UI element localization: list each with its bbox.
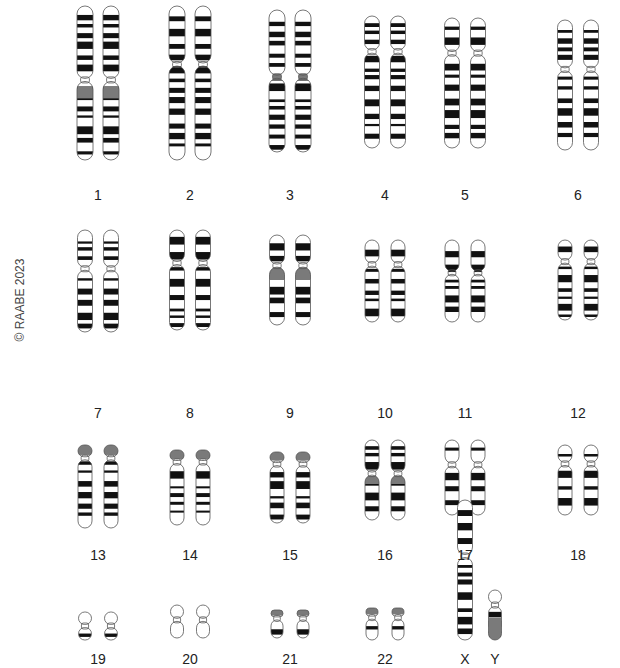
chromosome-number: Y [490, 652, 499, 666]
chromosome [104, 445, 118, 528]
chromosome [365, 16, 380, 148]
chromosome-number: 22 [377, 652, 393, 666]
chromosome [365, 440, 379, 520]
chromosome-number: 9 [286, 406, 294, 420]
chromosome-number: 12 [570, 406, 586, 420]
chromosome [471, 240, 485, 322]
chromosome [195, 6, 211, 160]
chromosome [169, 6, 185, 160]
chromosome-number: X [460, 652, 469, 666]
chromosome [79, 612, 92, 640]
chromosome [584, 20, 599, 150]
chromosome-number: 8 [186, 406, 194, 420]
chromosome [271, 610, 283, 638]
chromosome-number: 15 [282, 548, 298, 562]
chromosome [391, 240, 405, 322]
chromosome [104, 230, 119, 332]
chromosome [270, 235, 285, 325]
copyright-note: © RAABE 2023 [14, 259, 26, 342]
chromosome-number: 1 [94, 188, 102, 202]
chromosome-number: 2 [186, 188, 194, 202]
chromosome-number: 16 [377, 548, 393, 562]
chromosome [445, 18, 460, 148]
chromosome [392, 608, 404, 640]
chromosome [391, 16, 406, 148]
chromosome-number: 11 [458, 406, 473, 420]
chromosome [296, 452, 310, 523]
chromosome [103, 6, 119, 160]
chromosome [295, 10, 311, 152]
chromosome-number: 18 [570, 548, 586, 562]
chromosome [196, 450, 210, 525]
chromosome-number: 4 [381, 188, 389, 202]
chromosome [105, 612, 118, 640]
chromosome [366, 608, 378, 640]
chromosome-number: 20 [182, 652, 198, 666]
chromosome [171, 605, 184, 638]
chromosome [558, 20, 573, 150]
chromosome [77, 6, 93, 160]
chromosome-number: 21 [282, 652, 298, 666]
chromosome [365, 240, 379, 322]
chromosome [197, 605, 210, 638]
chromosome [269, 10, 285, 152]
chromosome [296, 235, 311, 325]
chromosome [489, 590, 502, 640]
chromosome-number: 7 [94, 406, 102, 420]
chromosome-number: 3 [286, 188, 294, 202]
chromosome [297, 610, 309, 638]
chromosome [558, 240, 572, 320]
chromosome-number: 6 [574, 188, 582, 202]
chromosome [170, 230, 185, 330]
chromosome [170, 450, 184, 525]
chromosome [445, 240, 459, 322]
chromosome-number: 19 [90, 652, 106, 666]
chromosome [445, 440, 459, 515]
chromosome [270, 452, 284, 523]
chromosome [391, 440, 405, 520]
chromosome [78, 445, 92, 528]
chromosome [471, 18, 486, 148]
chromosome-number: 14 [182, 548, 198, 562]
chromosome [584, 240, 598, 320]
chromosome [78, 230, 93, 332]
chromosome-number: 13 [90, 548, 106, 562]
chromosome-number: 17 [457, 548, 473, 562]
chromosome [558, 445, 572, 515]
chromosome-number: 10 [377, 406, 393, 420]
chromosome [471, 440, 485, 515]
chromosome [196, 230, 211, 330]
chromosome-number: 5 [461, 188, 469, 202]
chromosome [458, 500, 473, 640]
chromosome [584, 445, 598, 515]
